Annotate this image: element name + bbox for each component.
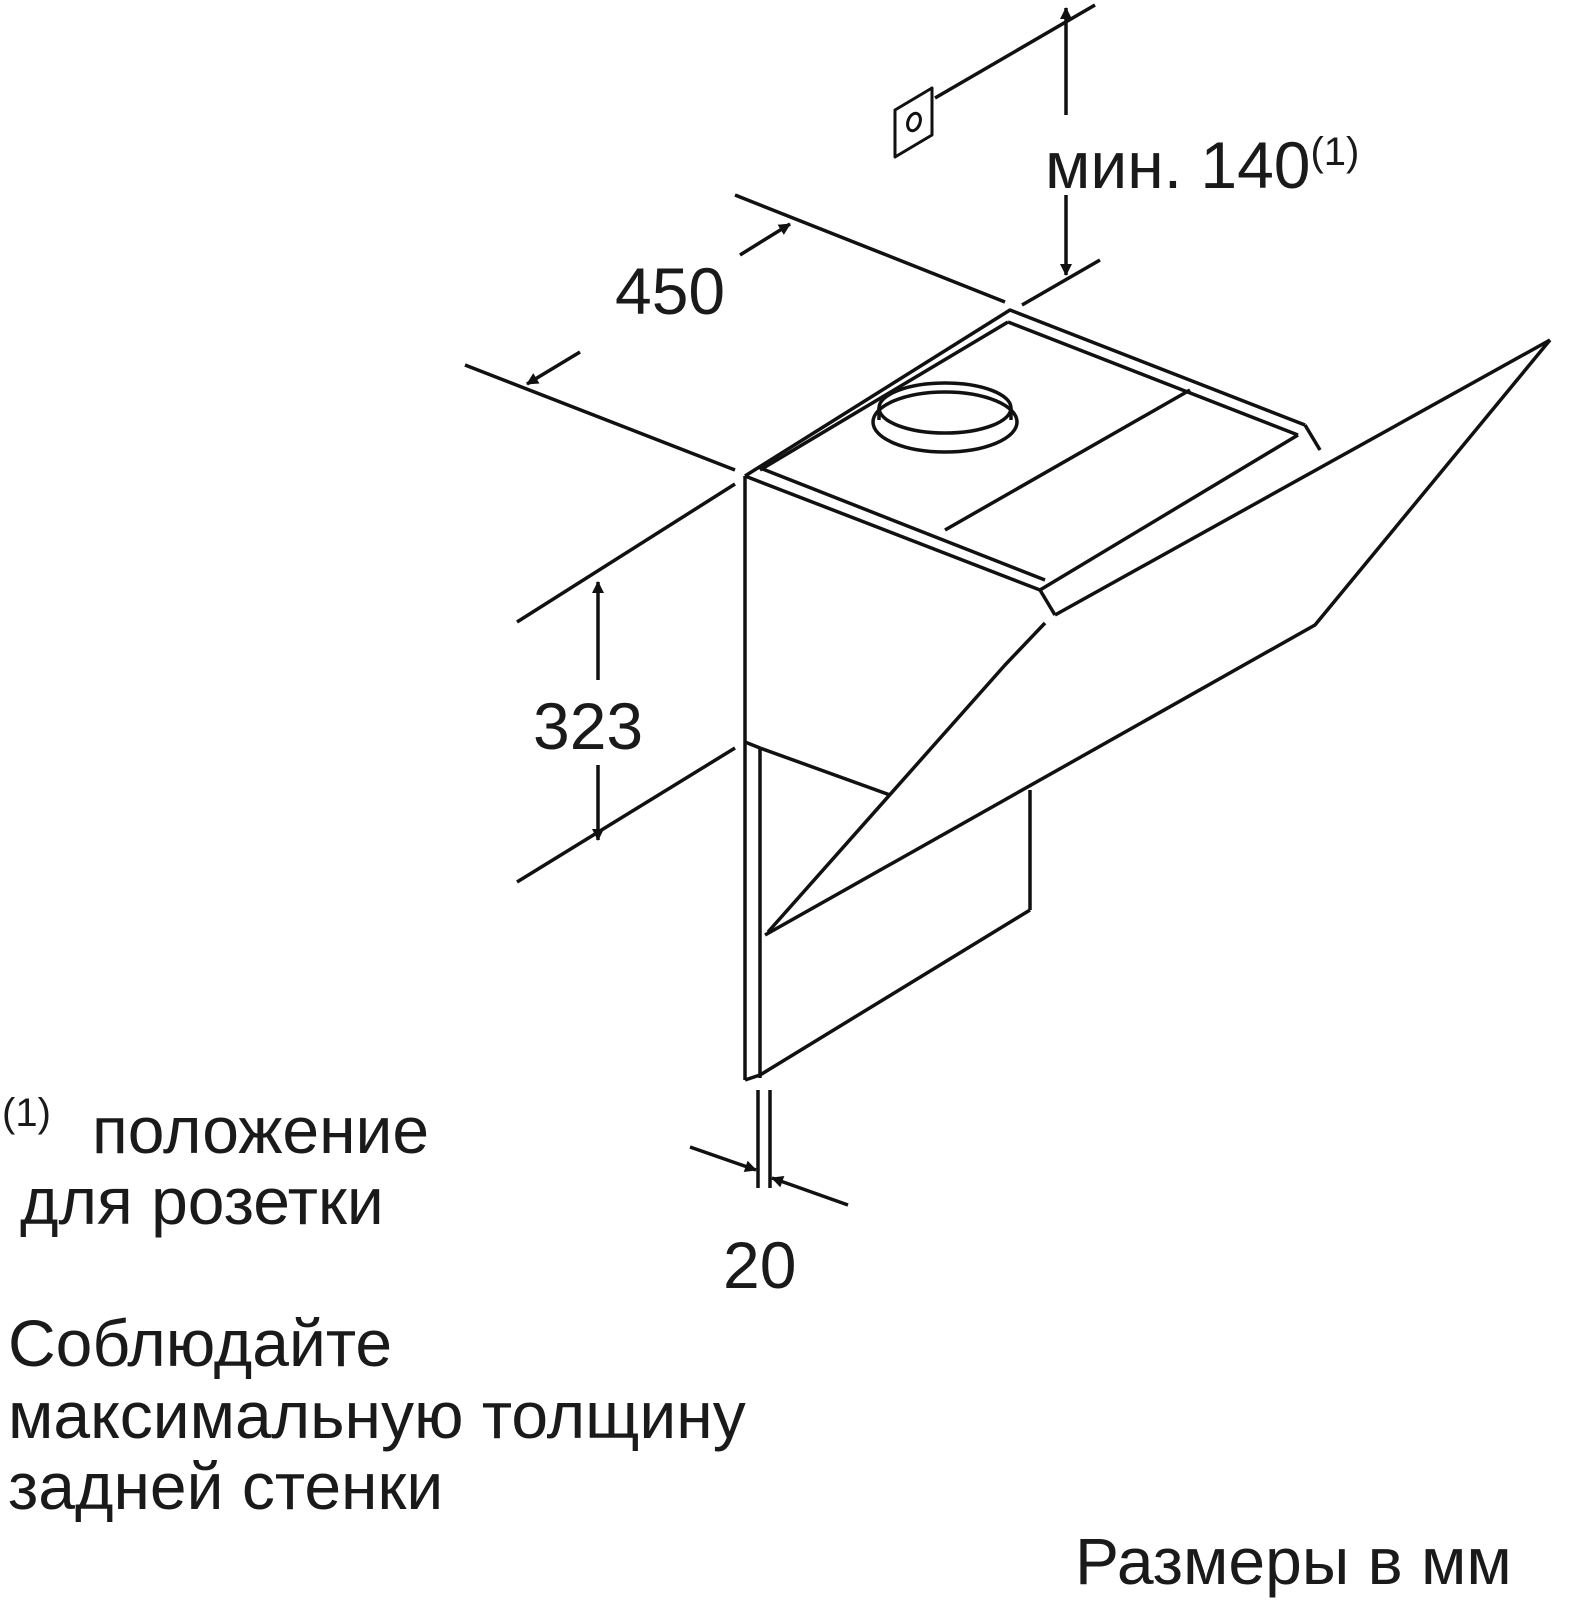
- label-323: 323: [533, 689, 644, 763]
- dimension-323: [516, 482, 736, 884]
- duct-collar-outer: [871, 390, 1019, 454]
- min-140-text: мин. 140: [1045, 128, 1311, 202]
- units-note: Размеры в мм: [1075, 1524, 1512, 1598]
- wall-note-line3: задней стенки: [8, 1449, 444, 1523]
- wall-note-line2: максимальную толщину: [8, 1378, 746, 1452]
- dimension-450: [464, 193, 1006, 472]
- socket-icon: [893, 86, 934, 159]
- hood-body: [743, 308, 1322, 1082]
- footnote-ref: (1): [1310, 130, 1360, 174]
- dimension-140: [934, 3, 1101, 307]
- label-450: 450: [615, 254, 726, 328]
- label-20: 20: [723, 1228, 797, 1302]
- label-min-140: мин. 140(1): [1045, 132, 1359, 198]
- footnote-line1: положение: [92, 1093, 430, 1167]
- wall-note-line1: Соблюдайте: [8, 1306, 393, 1380]
- glass-panel: [764, 338, 1552, 937]
- dimension-20: [689, 1090, 849, 1207]
- footnote-marker: (1): [2, 1091, 51, 1135]
- footnote-line2: для розетки: [20, 1164, 384, 1238]
